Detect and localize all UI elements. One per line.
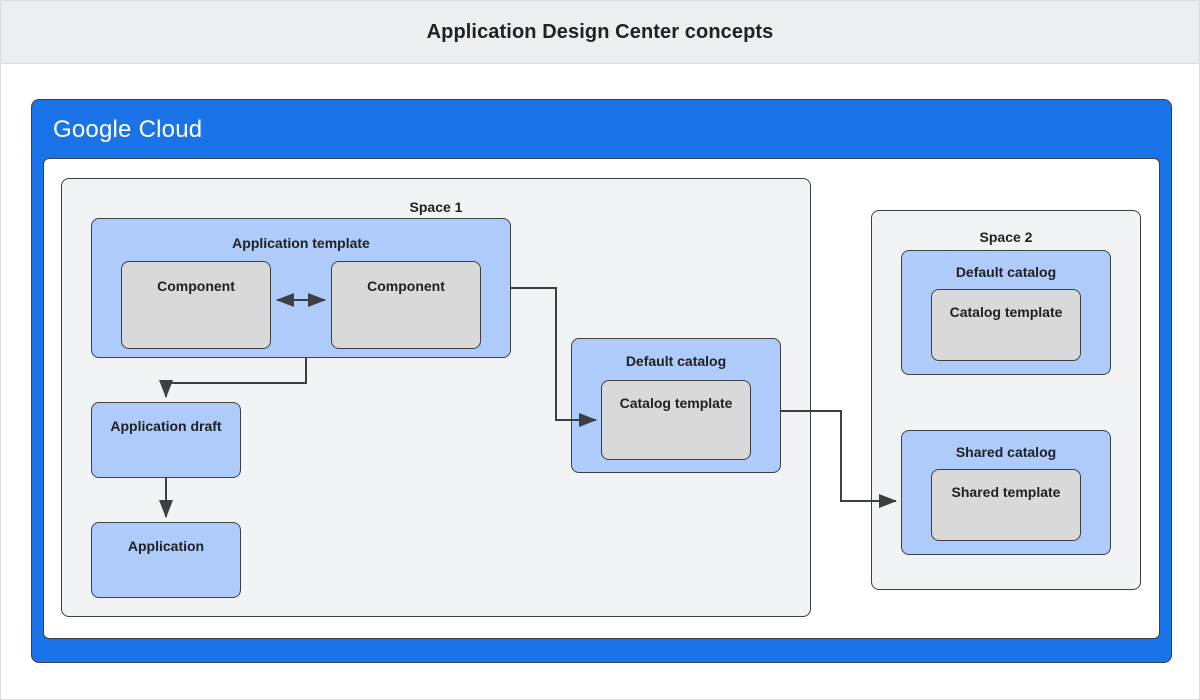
page-title: Application Design Center concepts <box>426 20 774 43</box>
shared-catalog-label: Shared catalog <box>955 444 1057 460</box>
application-draft-label: Application draft <box>110 418 222 434</box>
application-template-label: Application template <box>232 235 370 251</box>
component-1-card: Component <box>121 261 271 349</box>
space-1-catalog-template-card: Catalog template <box>601 380 751 460</box>
component-1-label: Component <box>157 278 235 294</box>
shared-template-label: Shared template <box>951 484 1061 500</box>
space-1-label: Space 1 <box>409 199 463 215</box>
space-2-default-catalog-label: Default catalog <box>955 264 1057 280</box>
application-draft-card: Application draft <box>91 402 241 478</box>
page-title-bar: Application Design Center concepts <box>1 1 1199 64</box>
space-2-catalog-template-card: Catalog template <box>931 289 1081 361</box>
shared-template-card: Shared template <box>931 469 1081 541</box>
google-cloud-logo-cloud: Cloud <box>138 116 203 143</box>
application-card: Application <box>91 522 241 598</box>
space-1-catalog-template-label: Catalog template <box>619 395 733 411</box>
application-label: Application <box>127 538 205 554</box>
diagram-canvas: Google Cloud Space 1 Application templat… <box>1 65 1199 699</box>
google-cloud-logo-google: Google <box>53 116 132 143</box>
space-2-label: Space 2 <box>979 229 1033 245</box>
space-2-catalog-template-label: Catalog template <box>949 304 1063 320</box>
google-cloud-logo: Google Cloud <box>53 113 353 147</box>
space-1-default-catalog-label: Default catalog <box>625 353 727 369</box>
component-2-card: Component <box>331 261 481 349</box>
component-2-label: Component <box>367 278 445 294</box>
